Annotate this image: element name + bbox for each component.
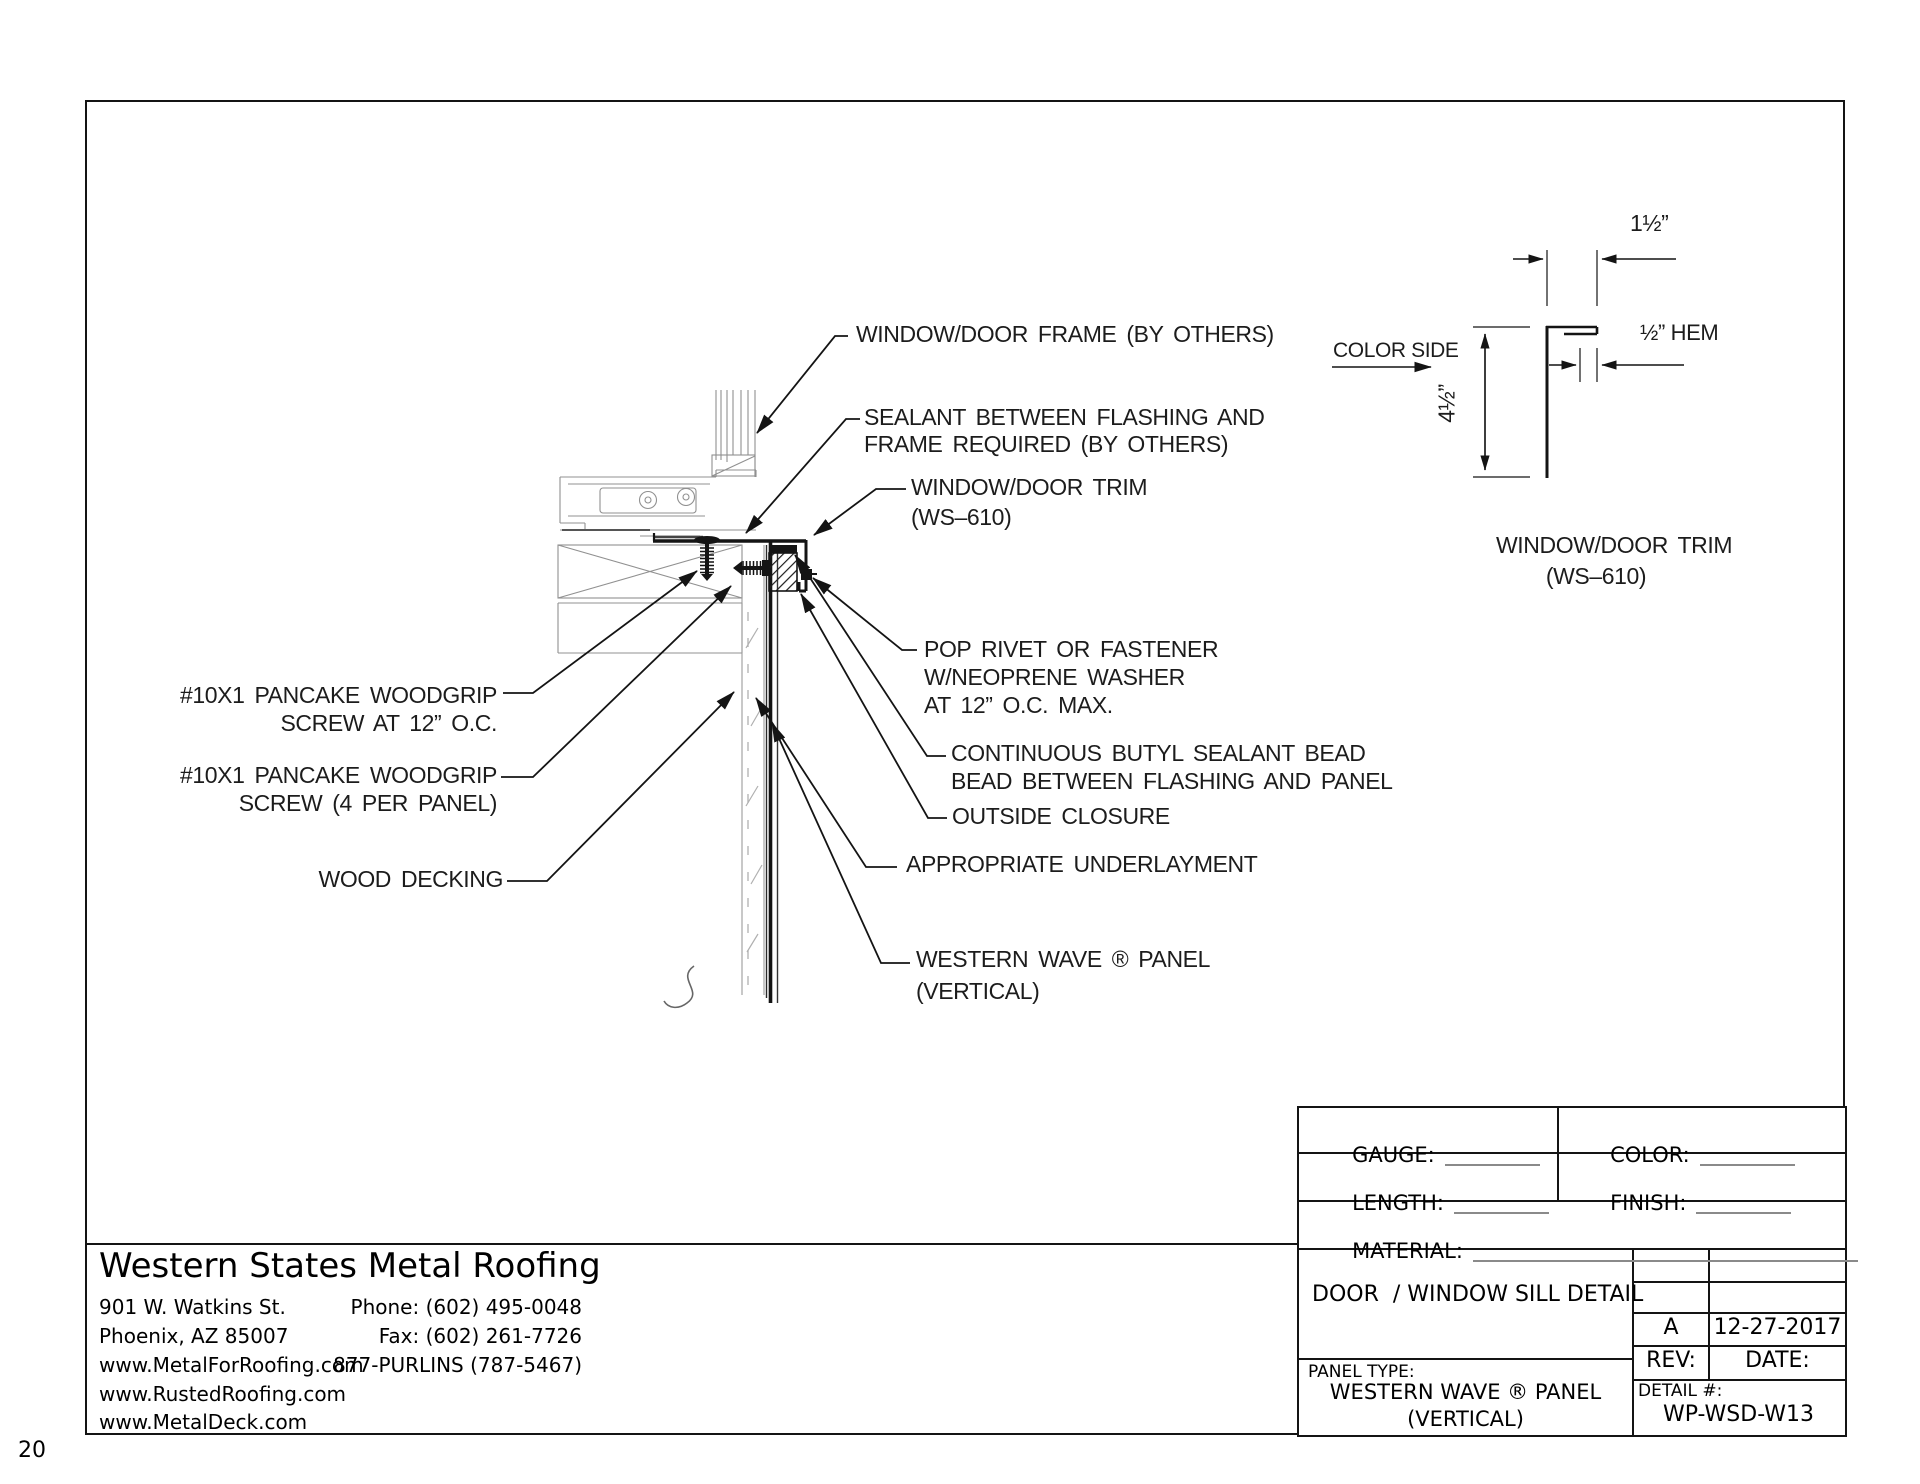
callout-butyl-line1: CONTINUOUS BUTYL SEALANT BEAD: [951, 740, 1366, 766]
finish-label: FINISH:: [1570, 1168, 1792, 1235]
outside-closure: [768, 552, 798, 592]
callout-sealant-line1: SEALANT BETWEEN FLASHING AND: [864, 404, 1265, 430]
leader-lines: [501, 335, 947, 964]
rev-value: A: [1663, 1315, 1679, 1340]
callout-panel-line2: (VERTICAL): [916, 978, 1040, 1004]
callout-panel-line1: WESTERN WAVE ® PANEL: [916, 946, 1211, 972]
color-label: COLOR:: [1570, 1120, 1795, 1187]
callout-frame: WINDOW/DOOR FRAME (BY OTHERS): [856, 321, 1274, 347]
callout-screw1-line2: SCREW AT 12” O.C.: [280, 710, 497, 736]
callout-wood-decking: WOOD DECKING: [318, 866, 504, 892]
profile-dim-width: 1½”: [1630, 210, 1669, 236]
material-input[interactable]: [1472, 1237, 1858, 1263]
company-address-line1: 901 W. Watkins St.: [99, 1295, 286, 1319]
detail-title: DOOR / WINDOW SILL DETAIL: [1312, 1282, 1644, 1307]
butyl-bead: [769, 545, 797, 553]
company-phone: Phone: (602) 495-0048: [350, 1295, 582, 1319]
pop-rivet: [801, 569, 817, 580]
callout-screw1-line1: #10X1 PANCAKE WOODGRIP: [179, 682, 497, 708]
gauge-label: GAUGE:: [1312, 1120, 1540, 1187]
trim-flashing: [652, 533, 808, 593]
length-input[interactable]: [1453, 1189, 1549, 1215]
wood-blocking: [557, 544, 743, 654]
detail-number-label: DETAIL #:: [1638, 1381, 1723, 1401]
color-input[interactable]: [1699, 1141, 1795, 1167]
company-fax: Fax: (602) 261-7726: [378, 1324, 582, 1348]
profile-color-side-label: COLOR SIDE: [1333, 339, 1459, 362]
gauge-input[interactable]: [1444, 1141, 1540, 1167]
company-purlins: 877-PURLINS (787-5467): [333, 1353, 582, 1377]
panel-lines: [768, 542, 779, 1003]
window-frame-linework: [559, 390, 757, 540]
rev-label: REV:: [1646, 1348, 1696, 1373]
callout-butyl-line2: BEAD BETWEEN FLASHING AND PANEL: [951, 768, 1393, 794]
date-label: DATE:: [1745, 1348, 1810, 1373]
panel-type-line2: (VERTICAL): [1407, 1407, 1524, 1431]
callout-pop-rivet-line3: AT 12” O.C. MAX.: [924, 692, 1113, 718]
finish-input[interactable]: [1696, 1189, 1792, 1215]
callout-screw2-line1: #10X1 PANCAKE WOODGRIP: [179, 762, 497, 788]
length-label: LENGTH:: [1312, 1168, 1549, 1235]
company-address-line2: Phoenix, AZ 85007: [99, 1324, 289, 1348]
callout-trim-line1: WINDOW/DOOR TRIM: [911, 474, 1148, 500]
callout-sealant-line2: FRAME REQUIRED (BY OTHERS): [864, 431, 1229, 457]
material-label: MATERIAL:: [1312, 1216, 1858, 1283]
date-value: 12-27-2017: [1713, 1315, 1842, 1340]
profile-dim-height: 4½”: [1433, 384, 1460, 423]
company-web1[interactable]: www.MetalForRoofing.com: [99, 1353, 364, 1377]
wood-decking-linework: [741, 545, 765, 995]
panel-type-label: PANEL TYPE:: [1308, 1362, 1415, 1382]
page-number: 20: [18, 1438, 46, 1463]
profile-caption-line1: WINDOW/DOOR TRIM: [1496, 532, 1733, 558]
company-web2[interactable]: www.RustedRoofing.com: [99, 1382, 347, 1406]
panel-type-line1: WESTERN WAVE ® PANEL: [1329, 1380, 1602, 1404]
callout-pop-rivet-line1: POP RIVET OR FASTENER: [924, 636, 1219, 662]
pancake-screw-horizontal: [733, 560, 769, 576]
break-line: [663, 965, 695, 1009]
company-block: Western States Metal Roofing 901 W. Watk…: [85, 1243, 1301, 1435]
profile-dim-hem: ½” HEM: [1640, 320, 1719, 345]
company-name: Western States Metal Roofing: [99, 1246, 601, 1286]
callout-trim-line2: (WS–610): [911, 504, 1012, 530]
pancake-screw-vertical: [694, 536, 720, 581]
callout-pop-rivet-line2: W/NEOPRENE WASHER: [924, 664, 1185, 690]
trim-profile: [1332, 250, 1684, 478]
detail-number: WP-WSD-W13: [1662, 1402, 1815, 1427]
company-web3[interactable]: www.MetalDeck.com: [99, 1410, 308, 1434]
callout-closure: OUTSIDE CLOSURE: [952, 803, 1170, 829]
callout-underlayment: APPROPRIATE UNDERLAYMENT: [906, 851, 1258, 877]
profile-caption-line2: (WS–610): [1545, 563, 1647, 589]
callout-screw2-line2: SCREW (4 PER PANEL): [238, 790, 498, 816]
spec-table: GAUGE: COLOR: LENGTH: FINISH: MATERIAL: …: [1297, 1106, 1858, 1437]
